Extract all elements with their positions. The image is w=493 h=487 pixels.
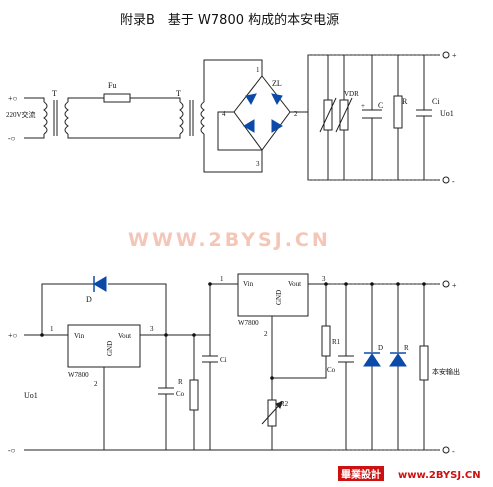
zener-diode-d: D (363, 284, 383, 450)
bridge-diode-4 (271, 119, 283, 133)
top-input-voltage: 220V交流 (6, 110, 36, 119)
bottom-input-plus: +○ (8, 331, 18, 340)
reg1-pin3: 3 (150, 325, 154, 333)
regulator-1: Vin Vout GND W7800 1 3 2 (50, 324, 154, 450)
top-output-minus: - (452, 177, 455, 186)
capacitor-ci-top-label: Ci (432, 97, 440, 106)
zener-diode-r: R (389, 284, 409, 450)
bridge-pin-1: 1 (256, 66, 260, 74)
regulator-2: Vin Vout GND W7800 1 3 2 (220, 273, 326, 450)
top-output-plus-terminal (442, 51, 450, 59)
top-input-minus: -○ (8, 134, 16, 143)
capacitor-ci-top: Ci (416, 55, 440, 180)
reg1-name: W7800 (68, 371, 89, 379)
bottom-circuit: +○ -○ Uo1 D Vin Vout GND W7800 1 3 2 (8, 273, 460, 456)
resistor-r-top: R (393, 55, 408, 180)
bridge-diode-3 (243, 119, 255, 133)
bypass-diode: D (41, 276, 167, 335)
resistor-r1-label: R1 (332, 338, 341, 346)
varistor-label: VDR (344, 90, 359, 98)
bypass-diode-label: D (86, 295, 92, 304)
potentiometer-r2: R2 (261, 399, 289, 427)
reg2-vin: Vin (243, 280, 254, 288)
bridge-label: ZL (272, 79, 282, 88)
reg2-pin3: 3 (322, 275, 326, 283)
bottom-output-plus: + (452, 281, 457, 290)
top-output-plus: + (452, 51, 457, 60)
reg1-pin2: 2 (94, 380, 98, 388)
bridge-rectifier: ZL 1 2 3 4 (222, 66, 298, 168)
transformer-link-wires (67, 97, 181, 139)
reg1-vout: Vout (118, 332, 131, 340)
bottom-output-plus-terminal (442, 280, 450, 288)
bridge-ac-wires (203, 59, 263, 173)
capacitor-co-2: Co (327, 284, 354, 450)
capacitor-c-label: C (378, 101, 383, 110)
bridge-pin-4: 4 (222, 110, 226, 118)
reg1-pin1: 1 (50, 325, 54, 333)
bottom-input-label: Uo1 (24, 391, 38, 400)
badge-box (338, 466, 384, 481)
resistor-r-bottom: R (178, 335, 199, 450)
badge-text: 畢業設計 (341, 468, 381, 481)
bottom-output-minus: - (452, 447, 455, 456)
badge-url: www.2BYSJ.CN (398, 470, 481, 481)
fuse (103, 93, 131, 103)
top-circuit: +○ 220V交流 -○ T Fu T (6, 51, 457, 186)
top-output-label: Uo1 (440, 109, 454, 118)
capacitor-co-1: Co (158, 335, 185, 450)
bridge-pin-2: 2 (294, 110, 298, 118)
bottom-input-minus: -○ (8, 446, 16, 455)
capacitor-co-2-label: Co (327, 366, 336, 374)
zener-diode-d-label: D (378, 344, 383, 352)
watermark: WWW.2BYSJ.CN (128, 229, 331, 251)
transformer-2: T (176, 89, 205, 136)
output-resistor: 本安输出 (419, 284, 460, 450)
capacitor-ci-bottom-label: Ci (220, 356, 227, 364)
capacitor-ci-bottom: Ci (202, 284, 227, 450)
site-badge: 畢業設計 www.2BYSJ.CN (338, 466, 481, 481)
resistor-r-top-label: R (402, 97, 408, 106)
top-input-plus: +○ (8, 94, 18, 103)
zener-diode-r-label: R (404, 344, 409, 352)
reg2-pin2: 2 (264, 330, 268, 338)
reg2-name: W7800 (238, 319, 259, 327)
capacitor-c-plus: + (361, 102, 365, 110)
potentiometer-r2-label: R2 (280, 400, 289, 408)
transformer-1-label: T (52, 89, 57, 98)
reg2-gnd: GND (275, 290, 283, 305)
reg2-pin1: 1 (220, 275, 224, 283)
bridge-pin-3: 3 (256, 160, 260, 168)
reg1-gnd: GND (106, 341, 114, 356)
varistor-pair: VDR (319, 55, 359, 180)
resistor-r-bottom-label: R (178, 378, 183, 386)
capacitor-c: + C (361, 55, 383, 180)
bridge-diode-2 (271, 93, 283, 106)
transformer-2-label: T (176, 89, 181, 98)
bridge-dc-wires (217, 54, 440, 181)
bottom-output-minus-terminal (442, 446, 450, 454)
reg2-vout: Vout (288, 280, 301, 288)
bridge-diode-1 (245, 93, 257, 106)
top-output-minus-terminal (442, 176, 450, 184)
page-title: 附录B 基于 W7800 构成的本安电源 (120, 12, 339, 28)
bottom-output-label: 本安输出 (432, 367, 460, 376)
reg1-vin: Vin (74, 332, 85, 340)
fuse-label: Fu (108, 81, 116, 90)
capacitor-co-1-label: Co (176, 390, 185, 398)
top-input-wires (24, 97, 45, 139)
transformer-1: T (43, 89, 69, 136)
resistor-r1: R1 (272, 284, 341, 379)
